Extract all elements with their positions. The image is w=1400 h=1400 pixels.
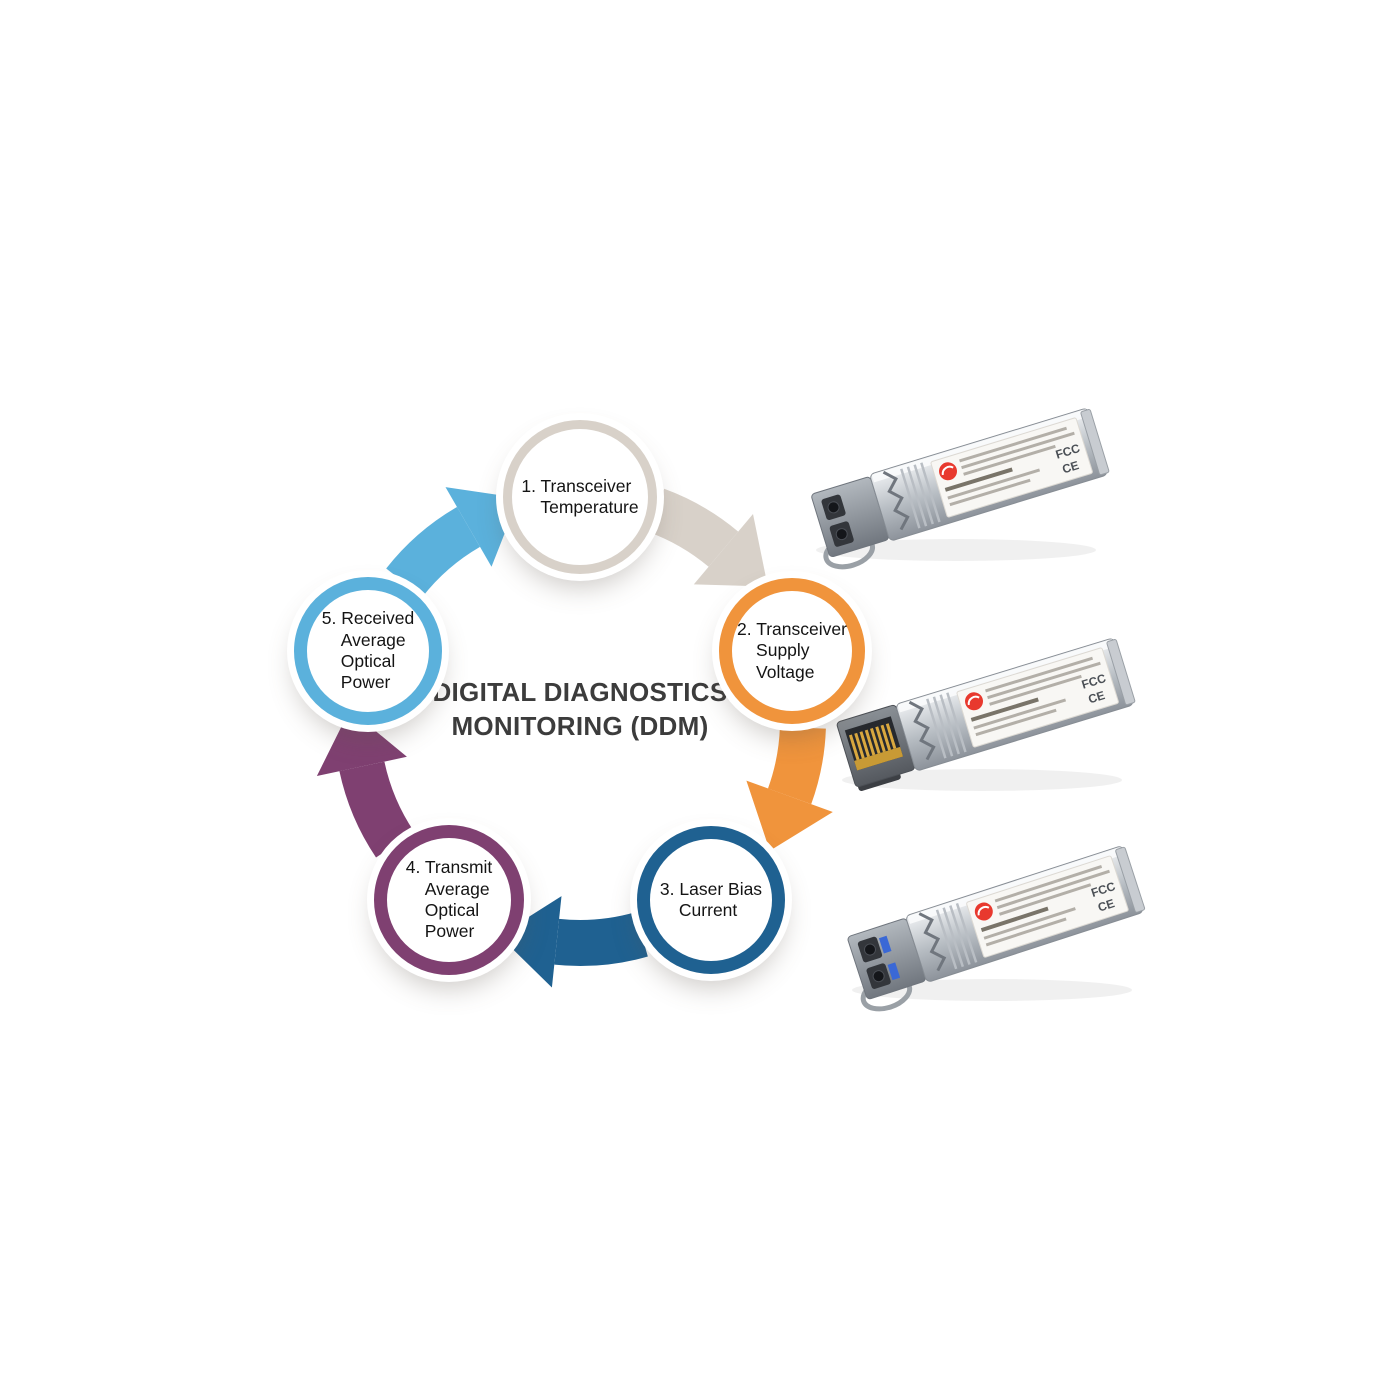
node-label: 1. Transceiver Temperature — [521, 475, 639, 517]
ce-mark: CE — [1061, 458, 1081, 476]
body-highlight — [871, 409, 1089, 483]
label-model-line — [970, 697, 1039, 722]
diagram-title-line1: DIGITAL DIAGNOSTICS — [432, 677, 728, 707]
fiber-ferrule — [827, 501, 840, 514]
label-model-line — [980, 906, 1049, 933]
body-highlight — [907, 847, 1124, 924]
blue-singlemode-latch — [878, 935, 892, 954]
emi-fingers — [908, 700, 936, 761]
rj45-gold-contacts — [848, 723, 897, 761]
rear-cap — [1106, 639, 1136, 706]
fiber-ferrule — [863, 943, 876, 956]
body-ribs — [926, 692, 967, 759]
node-label: 5. Received Average Optical Power — [321, 608, 415, 693]
body-ribs — [900, 462, 941, 529]
body-ribs — [935, 903, 978, 970]
arrow-5-to-1 — [386, 487, 519, 598]
module-shadow — [816, 539, 1096, 561]
node-label: 3. Laser Bias Current — [659, 878, 763, 920]
label-model-line — [944, 467, 1013, 492]
diagram-title-line2: MONITORING (DDM) — [451, 710, 709, 741]
arrow-4-to-5 — [316, 709, 415, 858]
sfp-module-photo-fiber-singlemode: FCC CE — [832, 818, 1162, 1033]
blue-singlemode-latch — [887, 962, 901, 981]
rear-cap — [1080, 409, 1110, 476]
module-shadow — [842, 769, 1122, 791]
cycle-node-received-optical-power: 5. Received Average Optical Power — [294, 577, 442, 725]
sfp-module-photo-fiber-multimode: FCC CE — [796, 378, 1126, 593]
rj45-gold-base — [854, 746, 904, 771]
arrow-1-to-2 — [647, 488, 768, 587]
cycle-node-supply-voltage: 2. Transceiver Supply Voltage — [719, 578, 865, 724]
arrow-2-to-3 — [746, 726, 833, 851]
fiber-ferrule — [872, 970, 885, 983]
cycle-node-transceiver-temperature: 1. Transceiver Temperature — [503, 420, 657, 574]
fcc-mark: FCC — [1054, 441, 1082, 462]
label-microtext-lines — [983, 864, 1110, 947]
cycle-node-laser-bias-current: 3. Laser Bias Current — [637, 826, 785, 974]
label-microtext-lines — [973, 656, 1101, 737]
rear-cap — [1115, 846, 1146, 913]
sfp-module-photo-copper-rj45: FCC CE — [822, 608, 1152, 823]
node-label: 4. Transmit Average Optical Power — [405, 857, 493, 942]
label-microtext-lines — [947, 426, 1075, 507]
arrow-3-to-4 — [499, 896, 648, 988]
brand-logo-swoosh — [967, 695, 980, 706]
ce-mark: CE — [1087, 688, 1107, 706]
fcc-mark: FCC — [1080, 671, 1108, 692]
emi-fingers — [882, 470, 910, 531]
node-label: 2. Transceiver Supply Voltage — [737, 618, 847, 682]
fiber-ferrule — [835, 528, 848, 541]
brand-logo-swoosh — [977, 905, 990, 916]
cycle-node-transmit-optical-power: 4. Transmit Average Optical Power — [374, 825, 524, 975]
emi-fingers — [918, 912, 947, 972]
diagram-title: DIGITAL DIAGNOSTICS MONITORING (DDM) — [390, 676, 770, 744]
module-shadow — [852, 979, 1132, 1001]
body-highlight — [897, 639, 1115, 713]
ce-mark: CE — [1096, 896, 1116, 914]
brand-logo-swoosh — [941, 465, 954, 476]
